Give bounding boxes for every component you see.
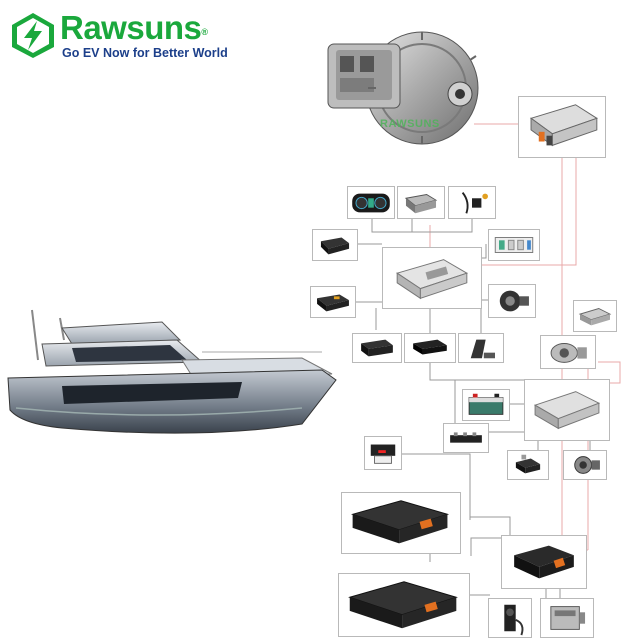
charger-icon xyxy=(370,444,396,464)
fuse-box-box xyxy=(443,423,489,453)
ac-compressor-box xyxy=(540,335,596,369)
shifter-icon xyxy=(404,194,438,214)
dashboard-box xyxy=(347,186,395,219)
tracker-icon xyxy=(317,294,349,312)
heater-box xyxy=(507,450,549,480)
motor-watermark: RAWSUNS xyxy=(380,118,440,130)
pdu-icon xyxy=(533,391,601,430)
dc-dc-converter-box xyxy=(573,300,617,332)
obd-connector-box xyxy=(312,229,358,261)
water-pump-box xyxy=(563,450,607,480)
module-icon xyxy=(361,339,393,357)
converter-icon xyxy=(578,307,612,326)
battery-pack-icon xyxy=(348,581,458,629)
charging-gun-icon xyxy=(504,604,524,636)
battery-pack-1-box xyxy=(341,492,461,554)
relay-board-box xyxy=(488,229,540,261)
obc-icon xyxy=(550,606,586,630)
brand-tagline: Go EV Now for Better World xyxy=(62,46,228,60)
motor-controller-box xyxy=(518,96,606,158)
brand-name: Rawsuns® xyxy=(60,9,208,46)
water-pump-icon xyxy=(574,456,600,474)
heater-icon xyxy=(515,454,541,474)
traction-motor-icon xyxy=(327,31,479,145)
display-icon xyxy=(413,339,447,355)
charging-gun-box xyxy=(488,598,532,638)
electric-yacht-image xyxy=(7,309,337,434)
gear-shifter-box xyxy=(397,186,445,219)
accelerator-pedal-box xyxy=(458,333,504,363)
vcu-icon xyxy=(396,259,469,300)
obc-charger-box xyxy=(540,598,594,638)
display-module-box xyxy=(404,333,456,363)
lightning-logo-icon xyxy=(12,13,54,58)
compressor-icon xyxy=(550,343,587,363)
obd-icon xyxy=(320,237,350,255)
fuse-icon xyxy=(450,432,482,443)
brand-logo: Rawsuns® Go EV Now for Better World xyxy=(10,8,228,64)
battery-pack-2-box xyxy=(338,573,470,637)
gps-tracker-box xyxy=(310,286,356,318)
controller-unit-icon xyxy=(529,104,598,147)
battery-icon xyxy=(468,393,504,415)
key-switch-box xyxy=(448,186,496,219)
aux-battery-box xyxy=(462,389,510,421)
junction-box-icon xyxy=(514,545,574,579)
battery-junction-box-box xyxy=(501,535,587,589)
relay-board-icon xyxy=(494,237,534,253)
charger-socket-box xyxy=(364,436,402,470)
vcu-box xyxy=(382,247,482,309)
key-icon xyxy=(461,192,488,214)
pedal-icon xyxy=(470,339,495,359)
pump-icon xyxy=(499,290,529,312)
battery-pack-icon xyxy=(350,500,450,544)
vacuum-pump-box xyxy=(488,284,536,318)
pdu-box xyxy=(524,379,610,441)
dashboard-icon xyxy=(352,193,390,213)
black-module-box xyxy=(352,333,402,363)
